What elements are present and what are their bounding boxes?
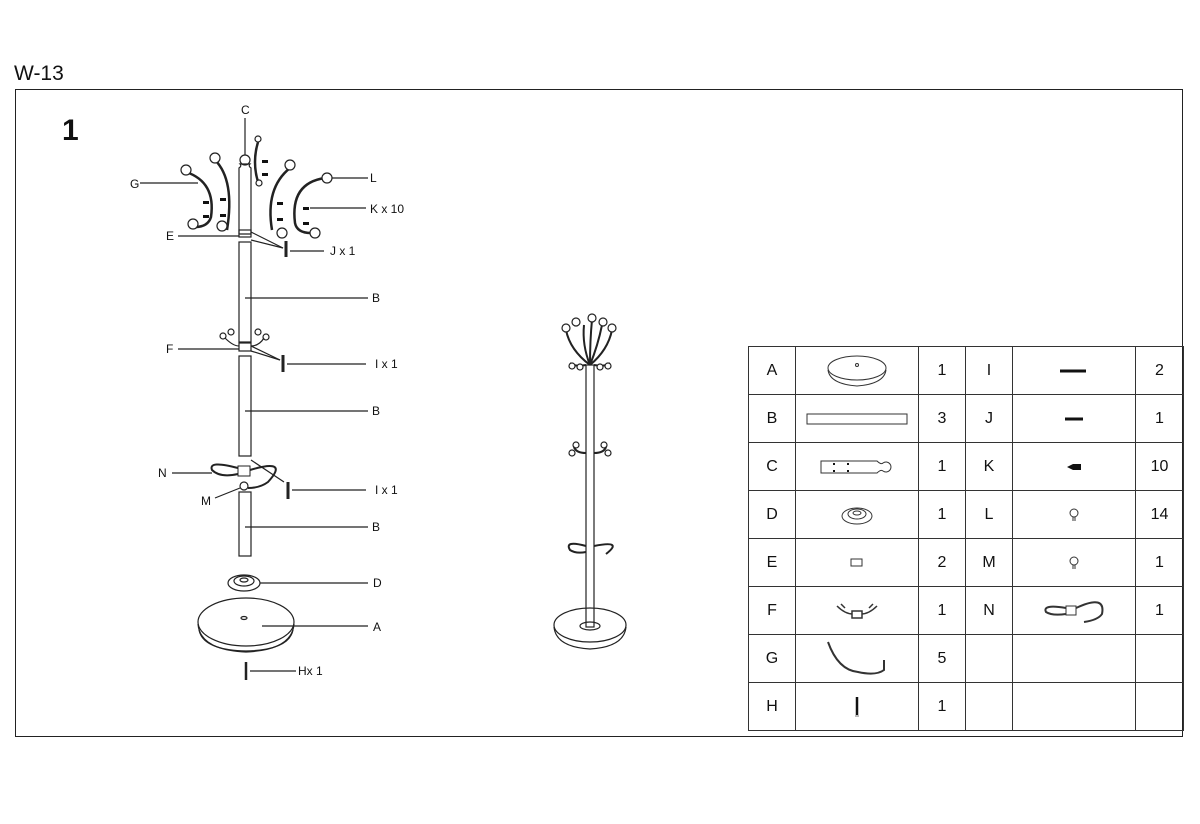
label-h: Hx 1 [298,664,323,678]
label-j: J x 1 [330,244,356,258]
part-qty: 1 [1135,586,1184,635]
part-qty: 1 [1135,538,1184,587]
part-qty: 2 [1135,346,1184,395]
plug-icon [1067,463,1081,470]
part-qty: 1 [918,682,966,731]
table-row: H 1 [748,682,1184,731]
part-id: D [748,490,796,539]
exploded-assembly-diagram: C G L K x 10 E J x 1 B F I x 1 B N M I x… [130,103,627,680]
assembled-coat-rack [553,313,627,650]
label-b: B [372,404,380,418]
label-l: L [370,171,377,185]
part-id: E [748,538,796,587]
part-id: C [748,442,796,491]
screw-icon [855,696,859,716]
table-row: E 2 M 1 [748,538,1184,587]
part-id: J [965,394,1013,443]
hook-arm-icon [827,641,885,675]
table-row: C 1 K 10 [748,442,1184,491]
knob-icon [1069,508,1079,521]
part-id: G [748,634,796,683]
part-id: M [965,538,1013,587]
label-d: D [373,576,382,590]
part-qty: 1 [918,346,966,395]
part-id: B [748,394,796,443]
middle-hook-bracket-icon [836,602,878,619]
label-i: I x 1 [375,357,398,371]
part-qty: 1 [918,442,966,491]
label-e: E [166,229,174,243]
table-row: G 5 [748,634,1184,683]
part-a-base-disc [197,597,295,653]
part-e-connector [238,229,252,238]
table-row: F 1 N 1 [748,586,1184,635]
step-number: 1 [62,114,79,147]
part-k-plugs [203,160,309,225]
part-id: H [748,682,796,731]
part-qty: 2 [918,538,966,587]
label-b: B [372,291,380,305]
label-i: I x 1 [375,483,398,497]
part-qty: 5 [918,634,966,683]
part-id: A [748,346,796,395]
part-id: K [965,442,1013,491]
part-b-tube [238,355,252,457]
table-row: A 1 I 2 [748,346,1184,395]
knob-icon [1069,556,1079,569]
base-disc-icon [827,355,887,387]
label-k: K x 10 [370,202,404,216]
part-f-middle-bracket [219,328,270,352]
part-qty: 1 [918,490,966,539]
label-a: A [373,620,381,634]
table-row: D 1 L 14 [748,490,1184,539]
connector-icon [850,558,863,566]
table-row: B 3 J 1 [748,394,1184,443]
label-b: B [372,520,380,534]
part-b-tube [238,241,252,343]
part-id: L [965,490,1013,539]
umbrella-ring-icon [1044,600,1104,623]
part-l-knobs [180,135,333,239]
part-id: I [965,346,1013,395]
part-d-base-cap [227,574,261,592]
part-qty: 3 [918,394,966,443]
label-n: N [158,466,167,480]
short-bolt-icon [1065,417,1083,420]
part-id: F [748,586,796,635]
label-m: M [201,494,211,508]
base-cap-icon [841,507,873,524]
part-qty: 1 [918,586,966,635]
part-qty: 14 [1135,490,1184,539]
part-qty: 10 [1135,442,1184,491]
part-c-top-post [238,118,252,235]
parts-list-table: A 1 I 2 B 3 J 1 C 1 K 10 D 1 L 14 E 2 M … [748,346,1184,731]
part-n-umbrella-ring [210,463,277,489]
top-post-icon [820,460,892,473]
document-title: W-13 [14,62,64,85]
part-b-tube [238,491,252,557]
part-g-hook-arms [185,141,326,235]
long-bolt-icon [1060,369,1086,372]
label-g: G [130,177,139,191]
tube-icon [806,413,908,424]
part-id: N [965,586,1013,635]
label-c: C [241,103,250,117]
part-m-knob [239,481,249,491]
label-f: F [166,342,173,356]
part-qty: 1 [1135,394,1184,443]
